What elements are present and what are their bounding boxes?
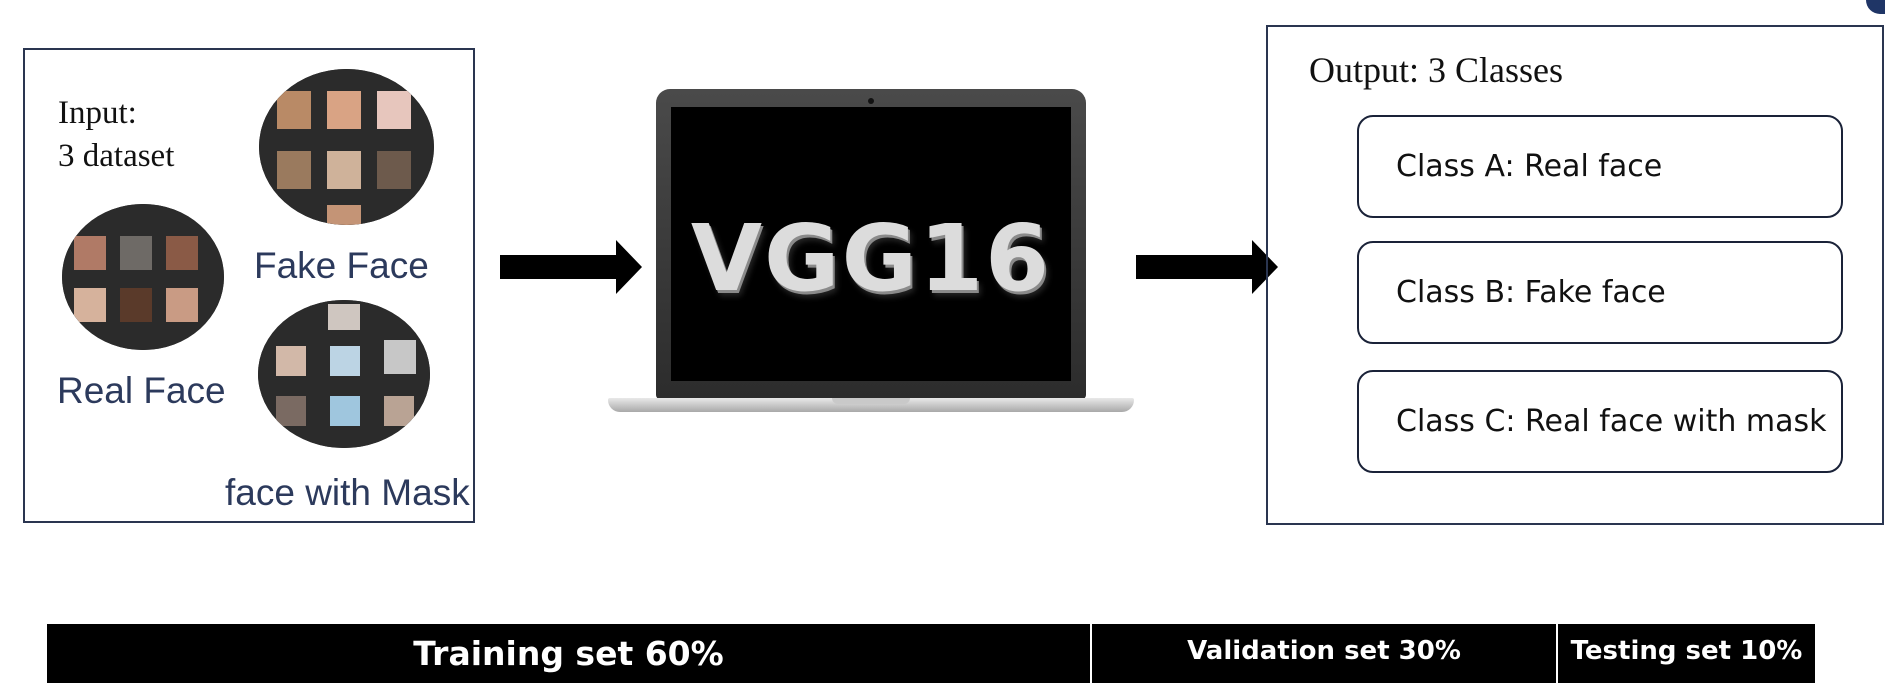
laptop-notch [832, 398, 910, 404]
dataset-split-bar: Training set 60% Validation set 30% Test… [47, 624, 1815, 683]
input-title: Input: 3 dataset [58, 95, 175, 174]
arrow-right-icon [1136, 240, 1278, 294]
validation-set-segment: Validation set 30% [1090, 624, 1556, 683]
corner-accent [1866, 0, 1885, 14]
mask-face-label: face with Mask [225, 472, 470, 513]
real-face-thumbnails [62, 204, 224, 350]
fake-face-thumbnails [259, 69, 434, 225]
model-name: VGG16 [690, 205, 1052, 312]
real-face-label: Real Face [57, 370, 226, 411]
arrow-right-icon [500, 240, 642, 294]
mask-face-thumbnails [258, 300, 430, 448]
fake-face-label: Fake Face [254, 245, 429, 286]
output-title: Output: 3 Classes [1309, 50, 1564, 90]
class-b-box: Class B: Fake face [1357, 241, 1843, 344]
output-panel [1266, 25, 1884, 525]
laptop-screen [671, 107, 1071, 381]
laptop-base [608, 398, 1134, 412]
laptop-camera [868, 98, 874, 104]
input-panel [23, 48, 475, 523]
class-c-box: Class C: Real face with mask [1357, 370, 1843, 473]
class-a-box: Class A: Real face [1357, 115, 1843, 218]
testing-set-segment: Testing set 10% [1556, 624, 1815, 683]
training-set-segment: Training set 60% [413, 634, 724, 673]
